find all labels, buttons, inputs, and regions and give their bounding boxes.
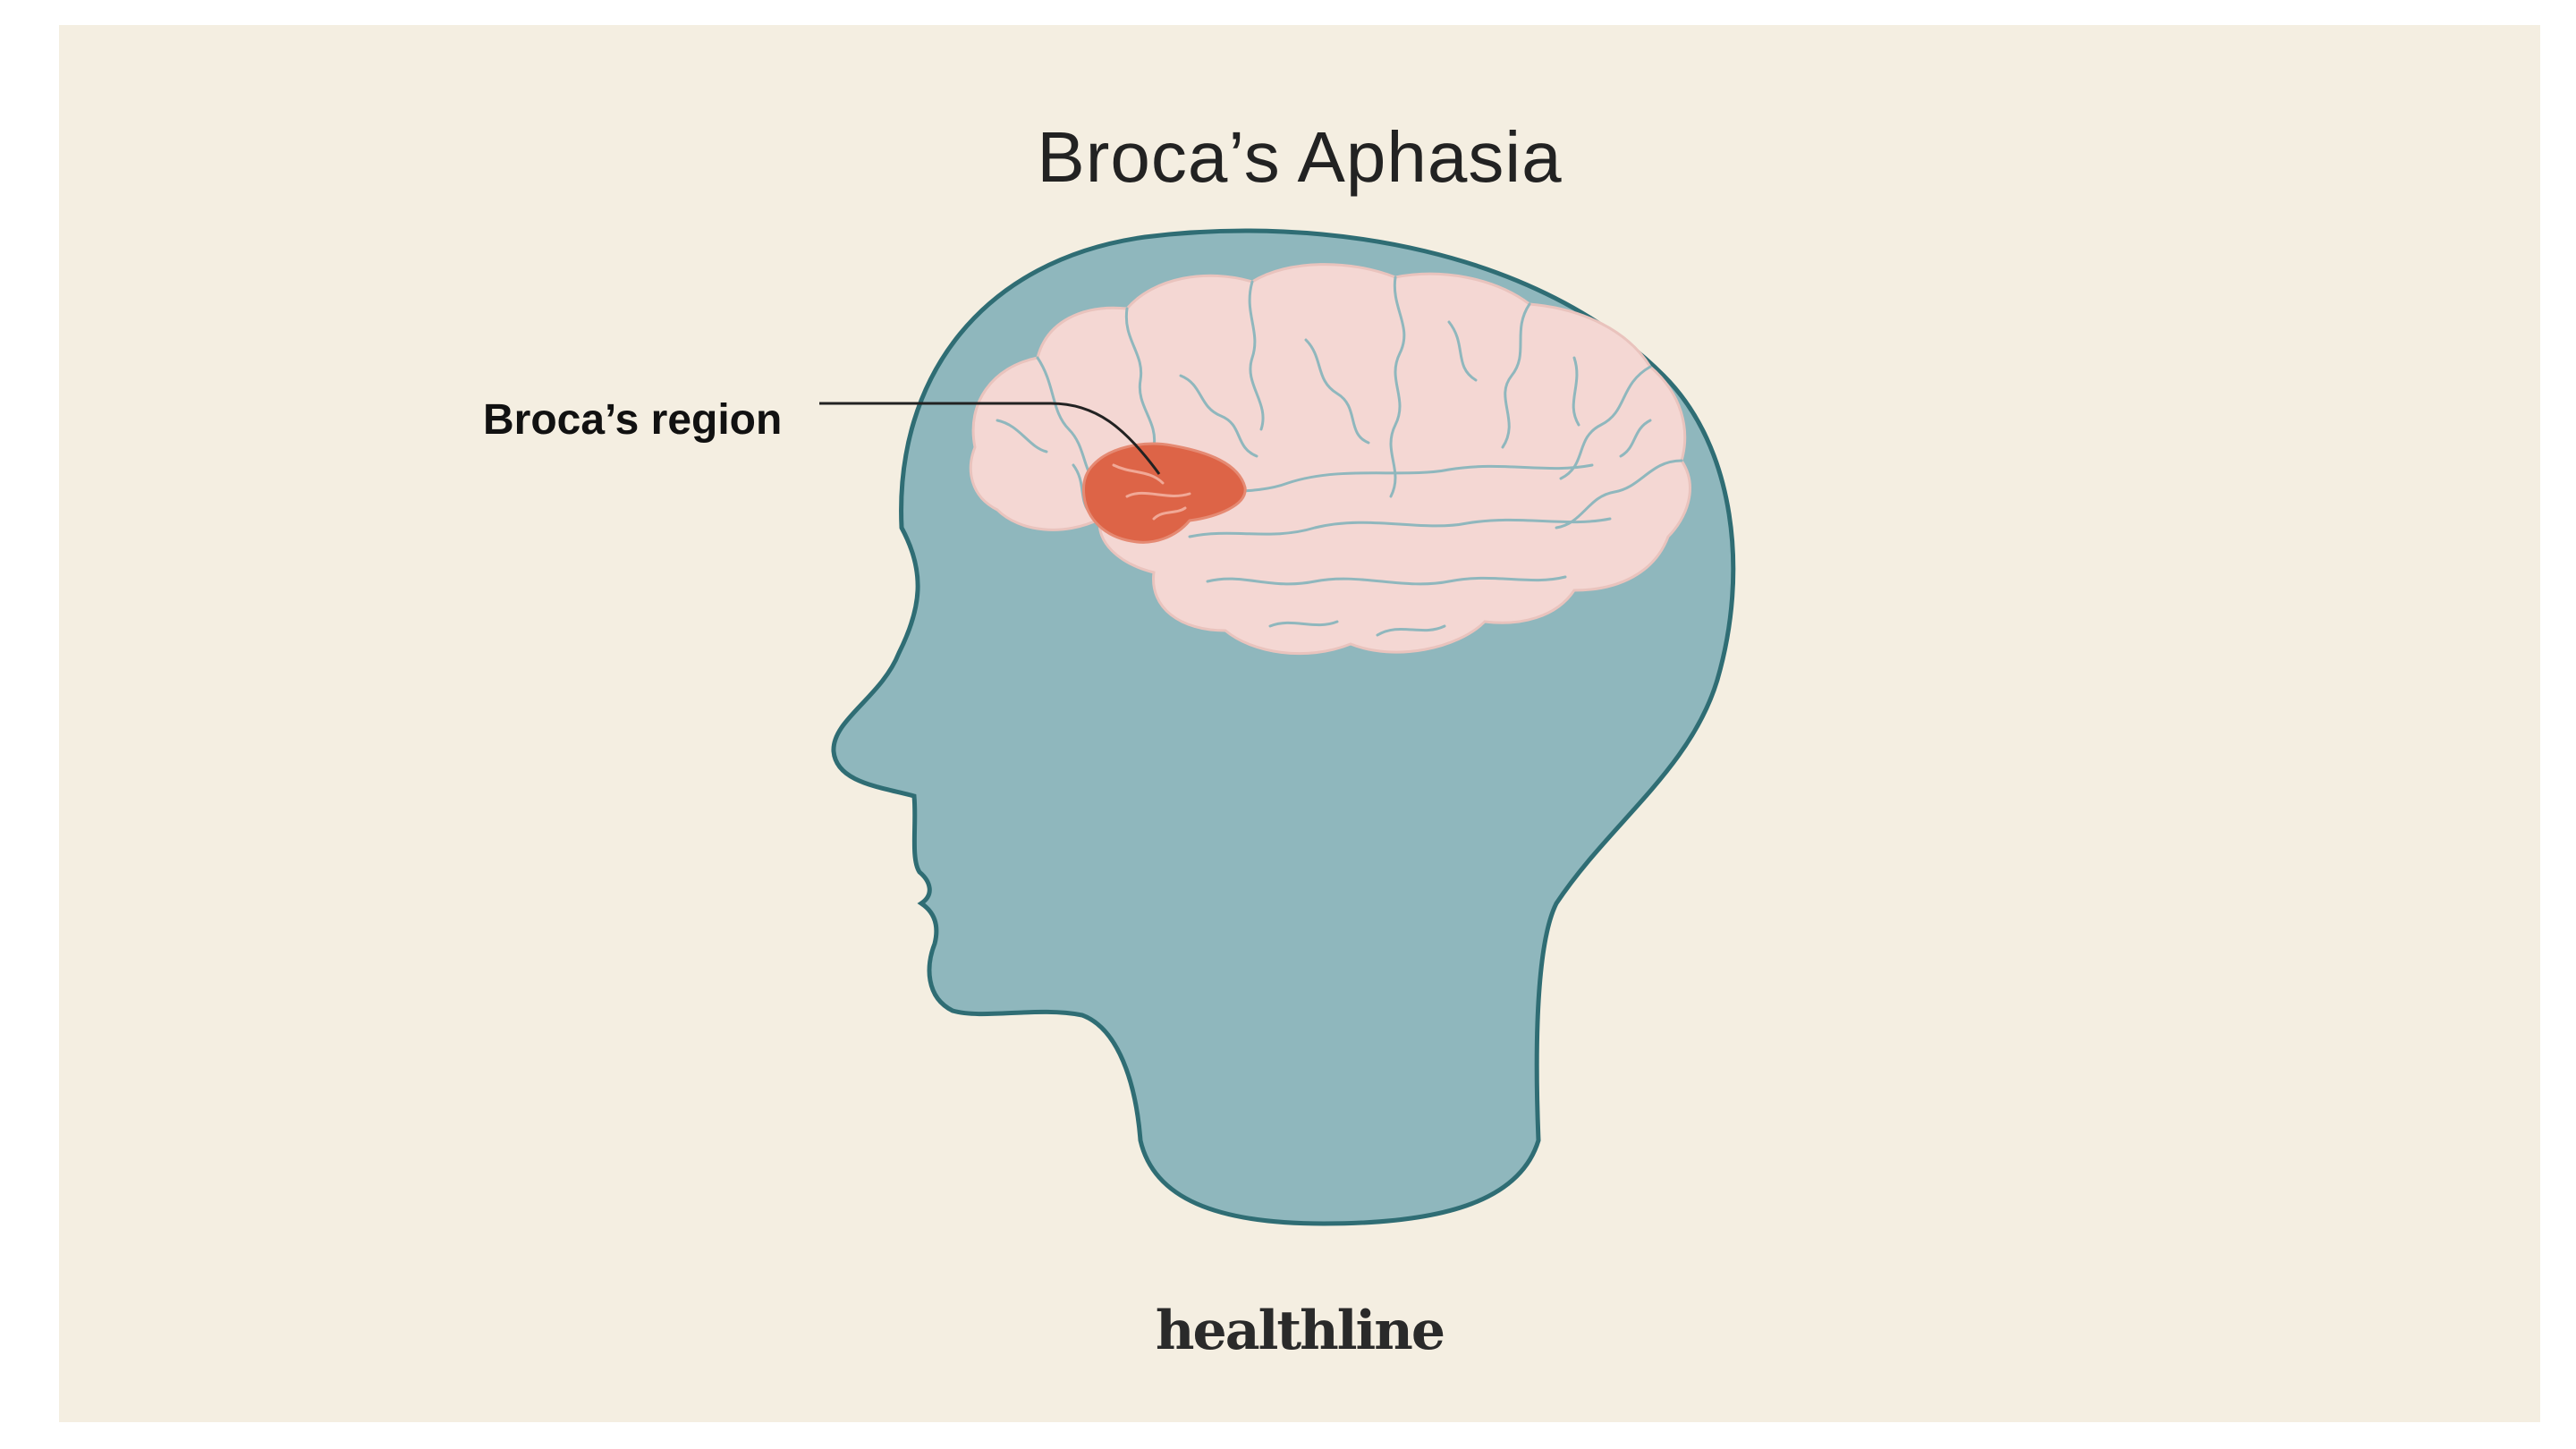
- broca-region-label: Broca’s region: [483, 396, 783, 444]
- brain-icon: [969, 263, 1691, 656]
- broca-region-folds: [1112, 463, 1191, 521]
- brand-logo: healthline: [1155, 1300, 1445, 1362]
- callout-leader-line: [819, 402, 1161, 475]
- figure-title: Broca’s Aphasia: [1037, 117, 1563, 197]
